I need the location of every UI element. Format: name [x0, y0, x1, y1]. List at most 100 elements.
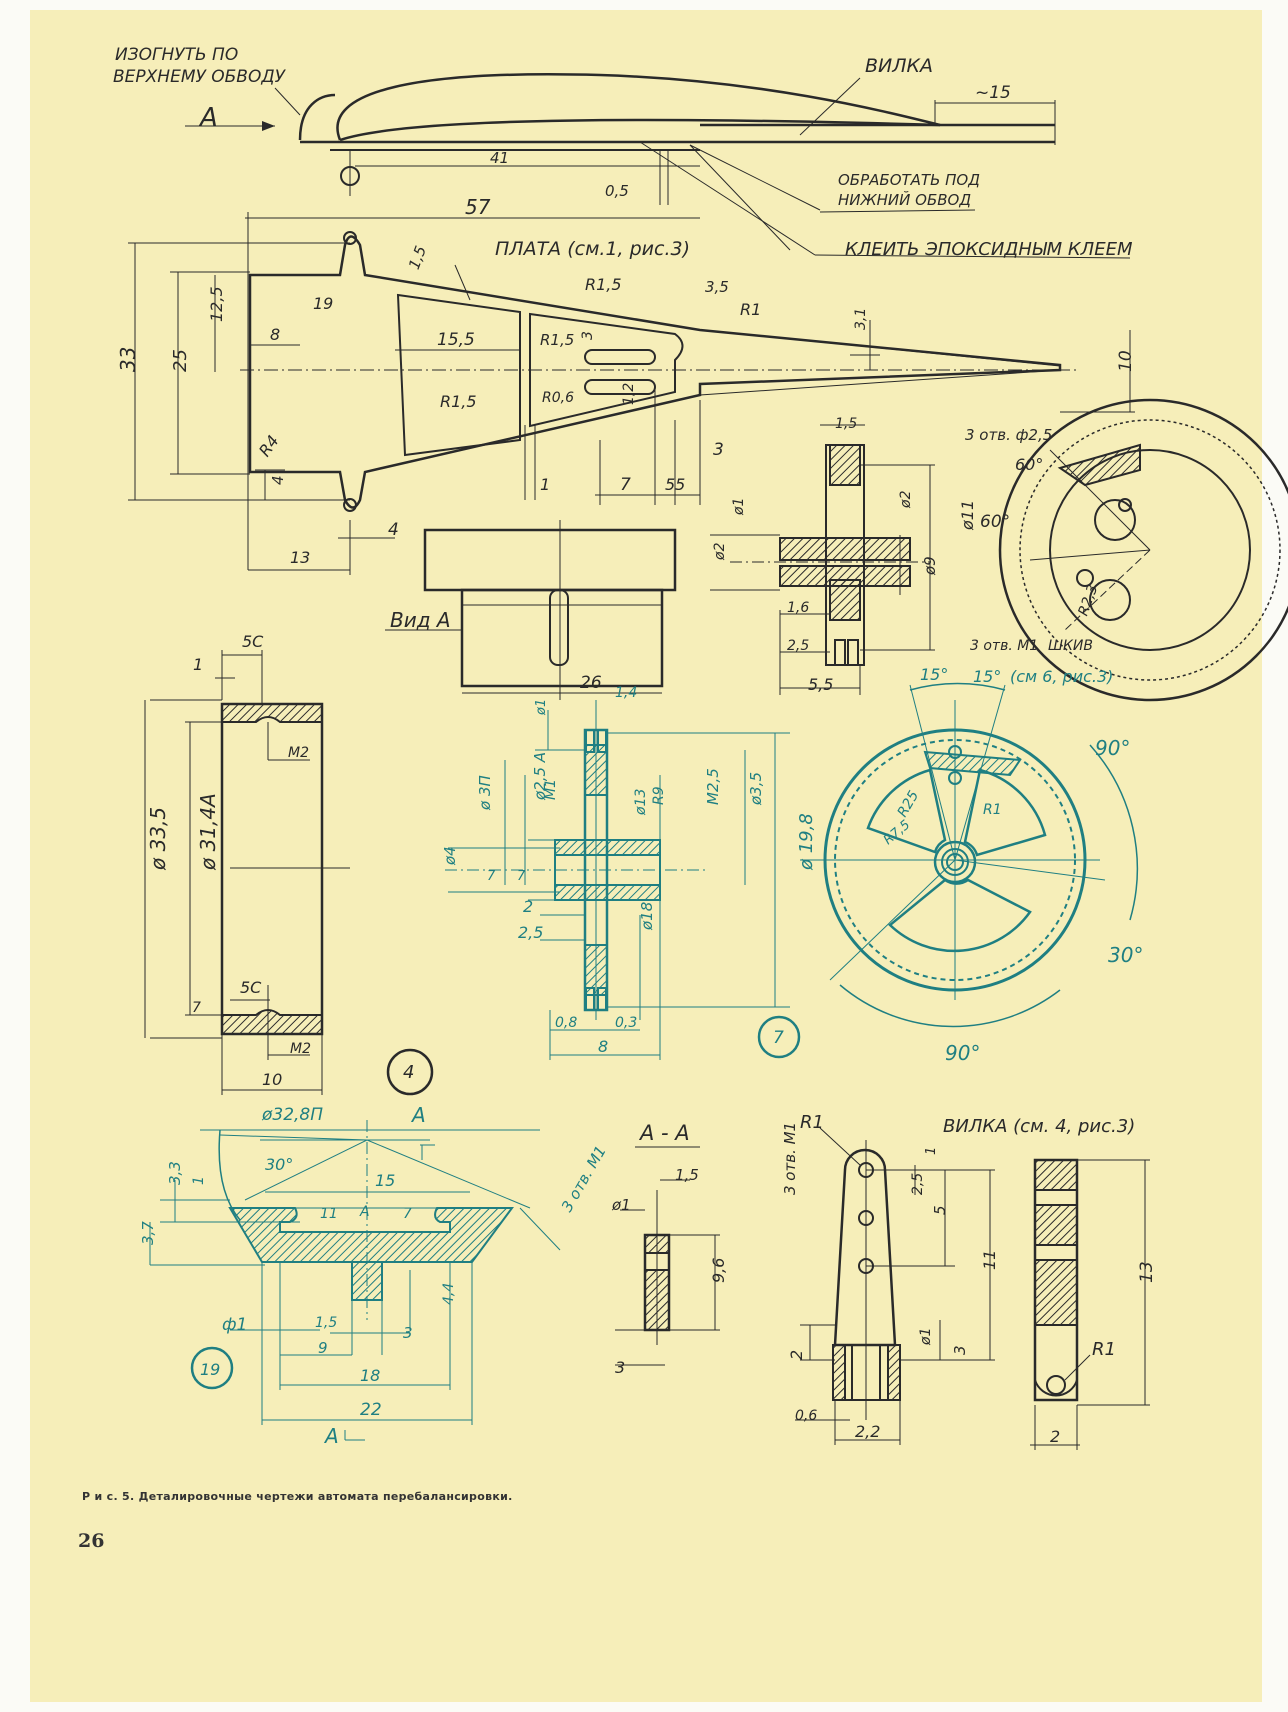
ring-5c: 5С: [242, 632, 264, 651]
fork-title: ВИЛКА (см. 4, рис.3): [943, 1116, 1135, 1137]
pulley-section: 1,5 ø1 ø2 ø2 ø9 ø11 1,6 2,5 5,5: [710, 416, 977, 695]
hole-2-5: 3 отв. ф2,5: [965, 426, 1052, 444]
fork-profile-view: [185, 73, 1131, 259]
r1-5-b: R1,5: [540, 331, 574, 349]
fork-11: 11: [980, 1250, 999, 1270]
teal-pulley-front: 15° 15° (см 6, рис.3) 90° 30° 90° R25 R7…: [757, 665, 1143, 1065]
hub-d19-8: ø 19,8: [796, 813, 817, 871]
hub-d3: ø 3П: [476, 775, 494, 811]
circle-19: [190, 1346, 234, 1390]
sec-1-5: 1,5: [675, 1166, 699, 1184]
cup-7: 7: [403, 1206, 412, 1222]
hub-2-5: 2,5: [518, 923, 543, 942]
cup-3: 3: [403, 1324, 413, 1342]
process-note-line1: ОБРАБОТАТЬ ПОД: [838, 171, 980, 189]
plate-plan-view: [128, 212, 1135, 575]
cup-3-7: 3,7: [139, 1221, 157, 1245]
r1-b: R1: [983, 802, 1002, 818]
fork-1: 1: [924, 1147, 939, 1155]
hub-7-a: 7: [487, 869, 496, 884]
dim-0-5: 0,5: [605, 182, 629, 200]
dim-13: 13: [290, 548, 310, 567]
fork-2-5: 2,5: [910, 1173, 926, 1195]
dim-3-5: 3,5: [705, 278, 729, 296]
dim-1: 1: [540, 475, 550, 494]
fork-2: 2: [787, 1350, 806, 1360]
dim-8: 8: [270, 325, 280, 344]
fork-holes: 3 отв. М1: [781, 1122, 799, 1195]
hub-d13: ø13: [633, 789, 649, 816]
view-a: Вид А 26: [385, 520, 677, 700]
dim-10: 10: [1116, 350, 1136, 372]
pul-2-5: 2,5: [787, 638, 809, 654]
cup-1-5: 1,5: [315, 1315, 337, 1331]
cup-d1: ф1: [222, 1315, 247, 1335]
fork-front-view: R1 ВИЛКА (см. 4, рис.3) 3 отв. М1 1 2,5 …: [781, 1112, 1135, 1445]
cup-18: 18: [360, 1366, 380, 1385]
ring-section: 5С 1 М2 ø 33,5 ø 31,4А 5С 7 М2 10 4: [144, 632, 434, 1096]
fork-d1: ø1: [918, 1328, 934, 1346]
hub-1-4: 1,4: [615, 685, 637, 701]
circle-7: [757, 1015, 801, 1059]
plata-label: ПЛАТА (см.1, рис.3): [495, 238, 690, 260]
vilka-label: ВИЛКА: [865, 55, 933, 77]
sec-9-6: 9,6: [709, 1258, 728, 1283]
hub-d2-5: ø2,5 А: [531, 752, 549, 801]
hub-m1: М1: [543, 779, 559, 800]
r1-a: R1: [740, 300, 761, 319]
fork-profile-labels: ИЗОГНУТЬ ПО ВЕРХНЕМУ ОБВОДУ A ВИЛКА ~15 …: [113, 45, 1133, 260]
hub-d1: ø1: [534, 699, 549, 716]
ring-d31-4: ø 31,4А: [196, 793, 220, 871]
angle-90-b: 90°: [945, 1041, 980, 1065]
sec-d1: ø1: [611, 1196, 631, 1214]
r0-6: R0,6: [542, 390, 574, 406]
shkiv-ref: (см 6, рис.3): [1010, 667, 1113, 686]
bend-note-line1: ИЗОГНУТЬ ПО: [115, 45, 238, 65]
glue-note: КЛЕИТЬ ЭПОКСИДНЫМ КЛЕЕМ: [845, 239, 1133, 260]
vid-a-label: Вид А: [390, 608, 451, 632]
dim-4-a: 4: [269, 475, 287, 485]
cup-3-3: 3,3: [166, 1161, 184, 1185]
hub-r9: R9: [651, 786, 667, 805]
angle-60-a: 60°: [1015, 455, 1043, 474]
dim-33: 33: [116, 347, 140, 372]
pul-1-5: 1,5: [835, 416, 857, 432]
hub-d3-5: ø3,5: [747, 772, 765, 806]
dim-12-5: 12,5: [207, 286, 226, 322]
fork-2-2: 2,2: [855, 1422, 880, 1441]
ring-1: 1: [193, 655, 203, 674]
hub-2: 2: [523, 897, 533, 916]
angle-15-b: 15°: [973, 667, 1001, 686]
hub-8: 8: [598, 1037, 608, 1056]
holes-m1: 3 отв. М1: [970, 638, 1038, 654]
dim-55: 55: [665, 475, 685, 494]
circle-7-label: 7: [773, 1028, 784, 1048]
ring-m2-b: М2: [290, 1041, 311, 1057]
hub-0-8: 0,8: [555, 1015, 577, 1031]
dim-25: 25: [170, 349, 191, 372]
sec-3: 3: [615, 1358, 625, 1377]
r1-5-a: R1,5: [585, 275, 622, 294]
angle-60-b: 60°: [980, 512, 1010, 532]
cup-a-1: А: [410, 1103, 426, 1127]
dim-3-a: 3: [580, 331, 596, 340]
dim-57: 57: [465, 195, 491, 219]
page-number: 26: [78, 1530, 105, 1552]
fork-r1: R1: [800, 1112, 824, 1133]
cup-4-4: 4,4: [441, 1283, 457, 1305]
dim-7: 7: [620, 475, 631, 495]
dim-1-2: 1,2: [621, 383, 637, 405]
cup-section: ø32,8П А 30° 15 3,3 1 11 А 7 3 отв. М1 3…: [139, 1103, 610, 1448]
pul-d2-a: ø2: [712, 542, 728, 561]
bend-note-line2: ВЕРХНЕМУ ОБВОДУ: [113, 67, 287, 87]
fork-3: 3: [951, 1345, 969, 1355]
r1-5-c: R1,5: [440, 392, 477, 411]
ring-m2-a: М2: [288, 745, 309, 761]
dim-41: 41: [490, 149, 509, 167]
cup-a: А: [359, 1204, 370, 1220]
hub-section: 1,4 ø1 ø 3П ø2,5 А М1 ø13 R9 М2,5 ø3,5 ø…: [441, 685, 817, 1060]
circle-4: [386, 1048, 434, 1096]
ring-5c-2: 5С: [240, 978, 262, 997]
